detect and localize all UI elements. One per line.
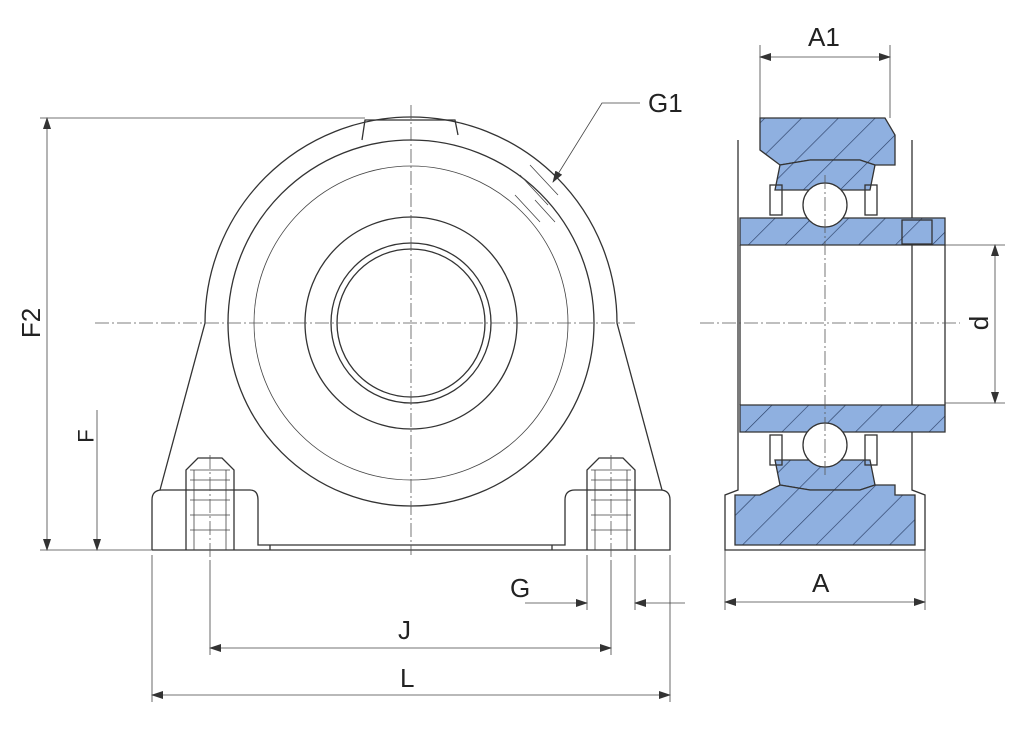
front-view [95, 105, 671, 560]
label-A: A [812, 568, 830, 598]
label-F2: F2 [16, 307, 47, 339]
housing-top-section [759, 117, 896, 166]
label-F: F [73, 429, 99, 443]
label-J: J [398, 615, 411, 645]
dimensions [40, 45, 1005, 702]
inner-ring-top [739, 217, 946, 246]
top-boss [361, 119, 459, 141]
label-A1: A1 [808, 22, 840, 52]
label-d: d [964, 315, 995, 331]
grease-hole [514, 164, 559, 223]
G1-leader [552, 102, 640, 183]
set-screw [901, 219, 933, 245]
label-G1: G1 [648, 88, 683, 118]
inner-ring-bottom [739, 404, 946, 433]
side-section-view [700, 117, 960, 551]
housing-bottom-section [734, 484, 916, 546]
label-G: G [510, 573, 531, 603]
label-L: L [400, 663, 415, 693]
